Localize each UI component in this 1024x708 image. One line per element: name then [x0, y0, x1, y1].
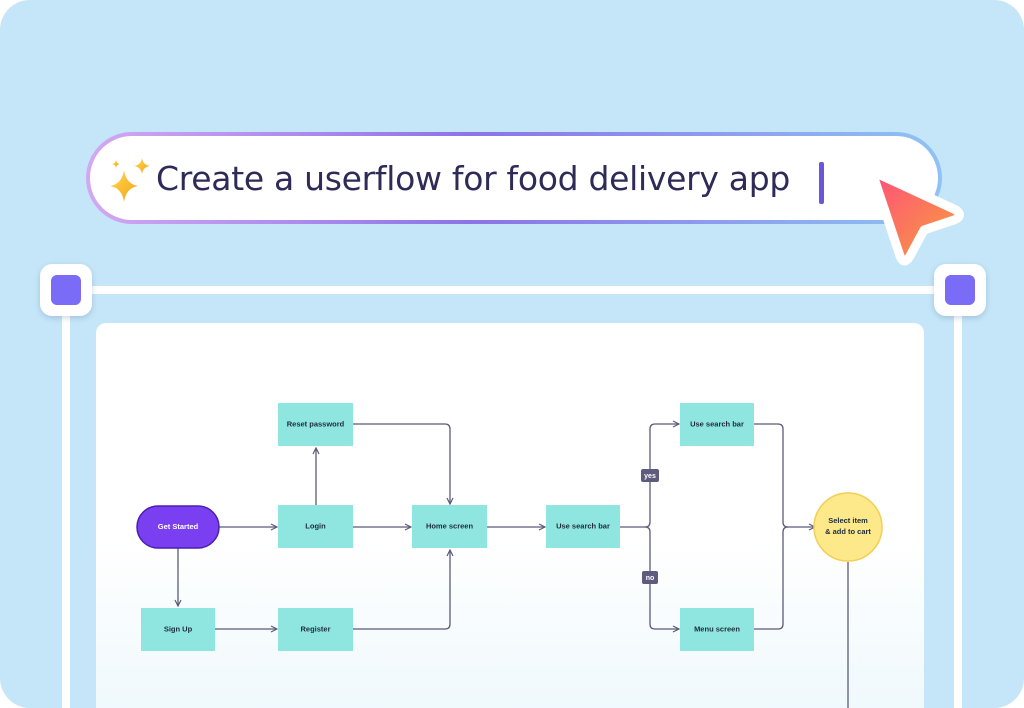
- sparkles-icon: [110, 158, 150, 202]
- connector-reset-home: [353, 423, 450, 504]
- svg-text:Use search bar: Use search bar: [556, 521, 610, 530]
- svg-text:Register: Register: [300, 624, 330, 633]
- prompt-text: Create a userflow for food delivery app: [156, 159, 791, 198]
- node-use-search-bar-main[interactable]: Use search bar: [546, 505, 620, 548]
- connector-searchyes-select: [754, 423, 815, 527]
- pointer-cursor-icon: [869, 168, 964, 266]
- node-login[interactable]: Login: [278, 505, 353, 548]
- svg-text:yes: yes: [644, 473, 656, 480]
- node-menu-screen[interactable]: Menu screen: [680, 608, 754, 651]
- node-select-item[interactable]: Select item & add to cart: [813, 492, 883, 562]
- resize-handle-top-left[interactable]: [40, 264, 92, 316]
- svg-text:Login: Login: [305, 521, 326, 530]
- tag-yes: yes: [641, 469, 659, 482]
- node-reset-password[interactable]: Reset password: [278, 403, 353, 446]
- svg-text:Get Started: Get Started: [158, 522, 199, 531]
- svg-text:no: no: [646, 575, 655, 582]
- node-sign-up[interactable]: Sign Up: [141, 608, 215, 651]
- connector-menu-select: [754, 526, 789, 630]
- selection-frame-right: [954, 290, 962, 708]
- node-home-screen[interactable]: Home screen: [412, 505, 487, 548]
- connector-search-branch-no: [644, 526, 679, 629]
- text-caret: [819, 162, 824, 204]
- node-register[interactable]: Register: [278, 608, 353, 651]
- resize-handle-top-right[interactable]: [934, 264, 986, 316]
- svg-text:Reset password: Reset password: [287, 419, 345, 428]
- selection-frame-top: [62, 286, 964, 294]
- selection-frame-left: [62, 290, 70, 708]
- svg-text:Sign Up: Sign Up: [164, 624, 193, 633]
- prompt-input[interactable]: Create a userflow for food delivery app: [90, 136, 938, 220]
- svg-text:Use search bar: Use search bar: [690, 419, 744, 428]
- diagram-canvas: [96, 323, 924, 708]
- svg-text:Menu screen: Menu screen: [694, 624, 740, 633]
- tag-no: no: [642, 571, 658, 584]
- node-get-started[interactable]: Get Started: [136, 505, 220, 549]
- svg-text:& add to cart: & add to cart: [825, 527, 871, 536]
- prompt-bar[interactable]: Create a userflow for food delivery app: [86, 132, 942, 224]
- svg-text:Select item: Select item: [828, 516, 868, 525]
- svg-text:Home screen: Home screen: [426, 521, 474, 530]
- connector-register-home: [353, 550, 450, 630]
- node-use-search-bar-yes[interactable]: Use search bar: [680, 403, 754, 446]
